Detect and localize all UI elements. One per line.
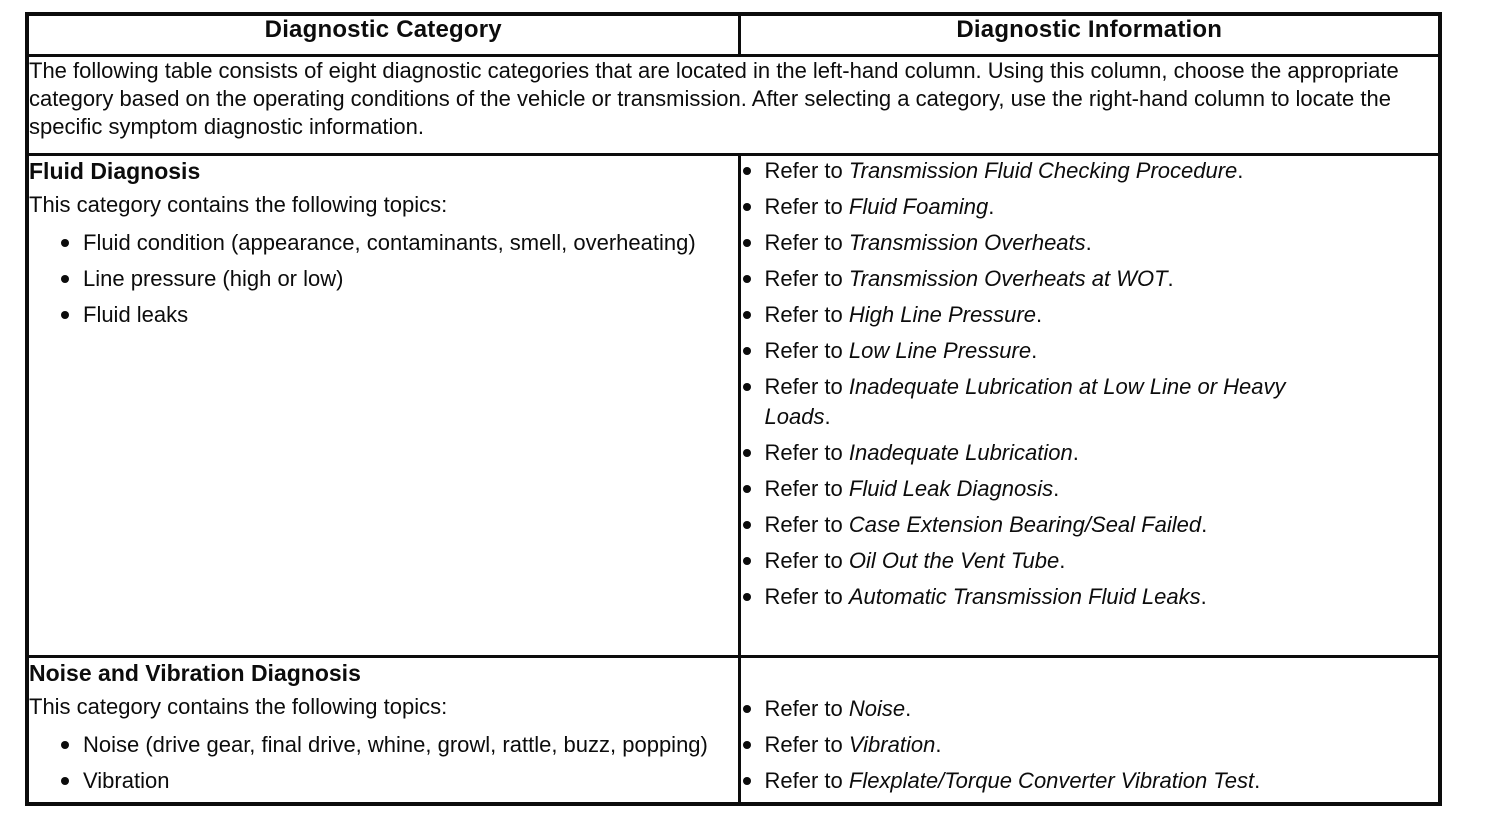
- refer-suffix: .: [935, 732, 942, 757]
- refer-suffix: .: [905, 696, 912, 721]
- reference-title: Fluid Leak Diagnosis: [848, 476, 1054, 501]
- reference-title: Inadequate Lubrication: [848, 440, 1073, 465]
- refer-suffix: .: [1072, 440, 1079, 465]
- category-subtitle: This category contains the following top…: [29, 694, 448, 719]
- refer-prefix: Refer to: [764, 374, 849, 399]
- reference-title: Case Extension Bearing/Seal Failed: [848, 512, 1202, 537]
- reference-title: Transmission Fluid Checking Procedure: [848, 158, 1238, 183]
- reference-title: Inadequate Lubrication at Low Line or He…: [764, 374, 1286, 429]
- refer-suffix: .: [1200, 584, 1207, 609]
- list-item: Line pressure (high or low): [59, 264, 738, 293]
- refer-suffix: .: [1053, 476, 1060, 501]
- list-item: Fluid condition (appearance, contaminant…: [59, 228, 738, 257]
- refer-prefix: Refer to: [764, 476, 849, 501]
- refer-suffix: .: [1254, 768, 1261, 793]
- category-title: Noise and Vibration Diagnosis: [29, 660, 361, 686]
- refer-suffix: .: [1085, 230, 1092, 255]
- refer-prefix: Refer to: [764, 696, 849, 721]
- refer-prefix: Refer to: [764, 338, 849, 363]
- list-item: Refer to Fluid Leak Diagnosis.: [741, 474, 1330, 504]
- list-item: Refer to Transmission Fluid Checking Pro…: [741, 156, 1330, 186]
- list-item: Refer to Automatic Transmission Fluid Le…: [741, 582, 1330, 612]
- information-list: Refer to Noise. Refer to Vibration. Refe…: [741, 694, 1439, 796]
- refer-suffix: .: [1035, 302, 1043, 327]
- list-item: Refer to Noise.: [741, 694, 1330, 724]
- refer-suffix: .: [1167, 266, 1174, 291]
- category-cell-fluid: Fluid Diagnosis This category contains t…: [25, 153, 741, 658]
- information-cell-noise-vibration: Refer to Noise. Refer to Vibration. Refe…: [737, 655, 1442, 806]
- reference-title: Vibration: [848, 732, 936, 757]
- refer-prefix: Refer to: [764, 230, 849, 255]
- refer-prefix: Refer to: [764, 512, 849, 537]
- refer-suffix: .: [824, 404, 831, 429]
- refer-prefix: Refer to: [764, 302, 849, 327]
- category-title: Fluid Diagnosis: [29, 158, 201, 184]
- refer-prefix: Refer to: [764, 768, 849, 793]
- list-item: Refer to Oil Out the Vent Tube.: [741, 546, 1330, 576]
- refer-prefix: Refer to: [764, 266, 849, 291]
- information-cell-fluid: Refer to Transmission Fluid Checking Pro…: [737, 153, 1442, 658]
- list-item: Vibration: [59, 766, 738, 795]
- header-diagnostic-information: Diagnostic Information: [737, 12, 1442, 57]
- reference-title: Transmission Overheats: [848, 230, 1086, 255]
- header-diagnostic-category: Diagnostic Category: [25, 12, 741, 57]
- refer-prefix: Refer to: [764, 194, 849, 219]
- list-item: Refer to Flexplate/Torque Converter Vibr…: [741, 766, 1330, 796]
- reference-title: Fluid Foaming: [848, 194, 989, 219]
- table-intro-row: The following table consists of eight di…: [25, 54, 1442, 156]
- reference-title: Low Line Pressure: [848, 338, 1032, 363]
- reference-title: Noise: [848, 696, 906, 721]
- list-item: Refer to Vibration.: [741, 730, 1330, 760]
- refer-prefix: Refer to: [764, 548, 849, 573]
- reference-title: Transmission Overheats at WOT: [848, 266, 1168, 291]
- table-row: Fluid Diagnosis This category contains t…: [25, 153, 1442, 658]
- diagnostic-table: Diagnostic Category Diagnostic Informati…: [25, 12, 1442, 806]
- reference-title: Oil Out the Vent Tube: [848, 548, 1060, 573]
- list-item: Refer to High Line Pressure.: [741, 300, 1330, 330]
- refer-prefix: Refer to: [764, 584, 849, 609]
- refer-prefix: Refer to: [764, 732, 849, 757]
- table-header-row: Diagnostic Category Diagnostic Informati…: [25, 12, 1442, 57]
- list-item: Refer to Fluid Foaming.: [741, 192, 1330, 222]
- list-item: Noise (drive gear, final drive, whine, g…: [59, 730, 738, 759]
- reference-title: Flexplate/Torque Converter Vibration Tes…: [848, 768, 1255, 793]
- information-list: Refer to Transmission Fluid Checking Pro…: [741, 156, 1439, 612]
- reference-title: Automatic Transmission Fluid Leaks: [848, 584, 1201, 609]
- refer-suffix: .: [1201, 512, 1208, 537]
- list-item: Refer to Low Line Pressure.: [741, 336, 1330, 366]
- list-item: Refer to Transmission Overheats at WOT.: [741, 264, 1330, 294]
- refer-suffix: .: [1059, 548, 1066, 573]
- list-item: Refer to Transmission Overheats.: [741, 228, 1330, 258]
- refer-suffix: .: [988, 194, 995, 219]
- category-subtitle: This category contains the following top…: [29, 192, 448, 217]
- refer-prefix: Refer to: [764, 158, 849, 183]
- category-topic-list: Fluid condition (appearance, contaminant…: [29, 228, 738, 329]
- category-cell-noise-vibration: Noise and Vibration Diagnosis This categ…: [25, 655, 741, 806]
- table-row: Noise and Vibration Diagnosis This categ…: [25, 655, 1442, 806]
- refer-suffix: .: [1031, 338, 1038, 363]
- intro-text: The following table consists of eight di…: [25, 54, 1442, 156]
- list-item: Refer to Inadequate Lubrication.: [741, 438, 1330, 468]
- list-item: Fluid leaks: [59, 300, 738, 329]
- reference-title: High Line Pressure: [848, 302, 1036, 327]
- refer-suffix: .: [1237, 158, 1244, 183]
- list-item: Refer to Case Extension Bearing/Seal Fai…: [741, 510, 1330, 540]
- category-topic-list: Noise (drive gear, final drive, whine, g…: [29, 730, 738, 795]
- list-item: Refer to Inadequate Lubrication at Low L…: [741, 372, 1330, 432]
- refer-prefix: Refer to: [764, 440, 849, 465]
